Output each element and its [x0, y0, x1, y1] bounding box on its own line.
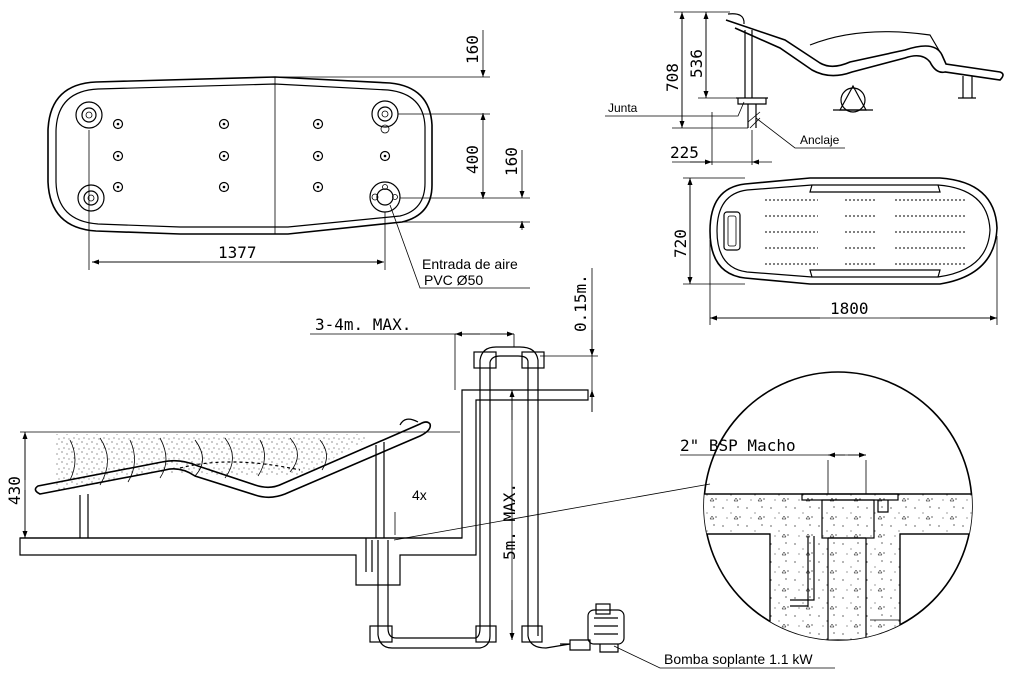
corner-fitting [75, 101, 103, 129]
air-inlet-label-1: Entrada de aire [422, 256, 518, 272]
dim-top-margin: 160 [463, 35, 482, 64]
joint-label: Junta [608, 101, 638, 115]
ground-symbol-icon [833, 84, 873, 113]
anchor-count: 4x [412, 487, 427, 503]
dim-plan-width: 720 [671, 229, 690, 258]
air-pipe [365, 346, 571, 649]
dim-jet-spacing: 400 [463, 145, 482, 174]
plan-view: 720 1800 [671, 177, 998, 325]
plan-outline-inner [716, 184, 991, 278]
top-view-dimensions [88, 30, 530, 270]
corner-fitting [77, 184, 105, 212]
air-inlet-fitting [369, 181, 401, 213]
air-inlet-label-2: PVC Ø50 [424, 272, 483, 288]
water-waves [69, 437, 327, 486]
lounger-side [34, 421, 432, 499]
air-jets [112, 118, 391, 193]
headrest-pad [723, 211, 741, 251]
dim-bed-height: 430 [5, 476, 24, 505]
detail-view: 2" BSP Macho [680, 371, 973, 641]
lounger-frame [725, 19, 1004, 81]
dim-max-distance: 3-4m. MAX. [315, 315, 411, 334]
ground-slab [19, 389, 589, 586]
bed-outline-outer [47, 76, 433, 235]
thread-label: 2" BSP Macho [680, 436, 796, 455]
blower-pump-icon [560, 603, 625, 653]
plan-jet-grid [765, 199, 965, 265]
dim-anchor-offset: 225 [670, 143, 699, 162]
corner-fitting [371, 100, 399, 134]
pump-label: Bomba soplante 1.1 kW [664, 651, 813, 667]
plan-outline-outer [709, 177, 998, 285]
dim-pipe-rise: 0.15m. [571, 274, 590, 332]
dim-max-depth: 5m. MAX. [500, 483, 519, 560]
anchor-label: Anclaje [800, 133, 840, 147]
dim-bottom-margin: 160 [502, 147, 521, 176]
top-view: 160 400 160 1377 Entrada de aire PVC Ø50 [47, 30, 530, 289]
water-area [55, 434, 372, 492]
dim-total-height: 708 [663, 63, 682, 92]
bed-outline-inner [55, 83, 426, 228]
side-view: 708 536 225 Junta Anclaje [605, 11, 1004, 165]
dim-bed-width: 1377 [218, 243, 257, 262]
dim-seat-height: 536 [687, 49, 706, 78]
dim-plan-length: 1800 [830, 299, 869, 318]
installation-section: Bomba soplante 1.1 kW 3-4m. MAX. 0.15m. … [5, 268, 835, 669]
